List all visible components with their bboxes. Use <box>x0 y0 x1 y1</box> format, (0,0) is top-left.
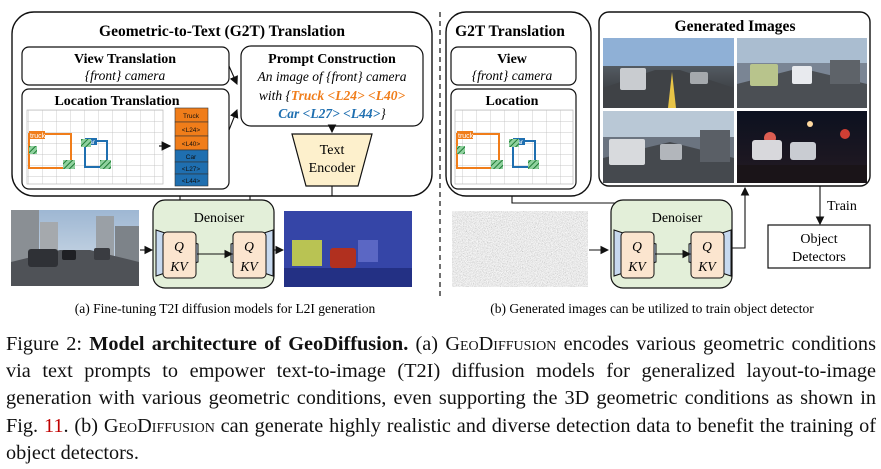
qkv-block-right-1 <box>620 231 655 279</box>
caption-fig-ref[interactable]: 11 <box>43 414 64 437</box>
svg-text:truck: truck <box>458 133 474 140</box>
token-car: Car <box>186 154 197 161</box>
qkv-block-left-1 <box>162 231 197 279</box>
output-photo <box>284 211 412 287</box>
svg-text:Q: Q <box>244 239 254 254</box>
truck-bbox-label: truck <box>30 133 46 140</box>
caption-name-a: GeoDiffusion <box>445 333 557 355</box>
input-photo <box>11 210 139 286</box>
svg-text:KV: KV <box>169 259 189 274</box>
figure-2: Geometric-to-Text (G2T) Translation View… <box>11 11 871 316</box>
right-panel: G2T Translation View {front} camera Loca… <box>445 11 871 316</box>
caption-text-b: can generate highly realistic and divers… <box>6 414 876 464</box>
prompt-construction-title: Prompt Construction <box>268 52 396 67</box>
denoiser-left-label: Denoiser <box>194 211 245 226</box>
svg-text:KV: KV <box>239 259 259 274</box>
text-encoder-line-1: Text <box>320 143 345 158</box>
caption-part-a: (a) <box>415 333 439 355</box>
token-l24: <L24> <box>182 127 201 134</box>
caption-text-a1: encodes various geometric conditions via… <box>6 333 876 437</box>
token-truck: Truck <box>183 113 200 120</box>
svg-text:KV: KV <box>627 259 647 274</box>
prompt-line-2-prefix: with { <box>259 88 292 103</box>
view-right-text: {front} camera <box>472 68 553 83</box>
generated-image-3 <box>603 111 734 183</box>
svg-text:Car <L27> <L44>}: Car <L27> <L44>} <box>278 106 386 121</box>
prompt-close: } <box>380 106 386 121</box>
generated-image-1 <box>603 38 734 108</box>
token-l40: <L40> <box>182 141 201 148</box>
g2t-title: Geometric-to-Text (G2T) Translation <box>99 23 345 40</box>
text-encoder-line-2: Encoder <box>309 161 356 176</box>
text-encoder <box>291 133 373 187</box>
view-translation-title: View Translation <box>74 52 176 67</box>
train-label: Train <box>827 199 857 214</box>
object-detectors-box <box>767 224 871 269</box>
token-l44: <L44> <box>182 178 201 185</box>
prompt-truck-tokens: Truck <L24> <L40> <box>291 88 406 103</box>
figure-caption: Figure 2: Model architecture of GeoDiffu… <box>6 331 876 467</box>
prompt-line-1: An image of {front} camera <box>256 69 406 84</box>
location-translation-title: Location Translation <box>54 94 179 109</box>
caption-part-b: (b) <box>74 414 99 437</box>
generated-images-title: Generated Images <box>675 18 796 35</box>
prompt-car-tokens: Car <L27> <L44> <box>278 106 380 121</box>
subcaption-b: (b) Generated images can be utilized to … <box>490 301 814 316</box>
svg-text:Q: Q <box>632 239 642 254</box>
view-right-title: View <box>497 52 528 67</box>
g2t-right-title: G2T Translation <box>455 23 565 40</box>
object-detectors-line-1: Object <box>800 232 837 247</box>
left-panel: Geometric-to-Text (G2T) Translation View… <box>11 11 433 316</box>
g2t-outer-box-right <box>445 11 592 197</box>
generated-image-2 <box>737 38 867 108</box>
noise-image <box>452 211 588 287</box>
location-right-title: Location <box>486 94 539 109</box>
token-stack: Truck <L24> <L40> Car <L27> <L44> <box>174 107 209 187</box>
caption-title: Model architecture of GeoDiffusion. <box>89 333 409 355</box>
subcaption-a: (a) Fine-tuning T2I diffusion models for… <box>75 301 376 316</box>
caption-text-a2: . <box>63 414 69 437</box>
token-l27: <L27> <box>182 166 201 173</box>
view-translation-text: {front} camera <box>85 68 166 83</box>
denoiser-right-label: Denoiser <box>652 211 703 226</box>
object-detectors-line-2: Detectors <box>792 250 846 265</box>
view-box-right <box>450 46 577 86</box>
svg-text:Q: Q <box>702 239 712 254</box>
architecture-diagram: Geometric-to-Text (G2T) Translation View… <box>11 11 871 316</box>
caption-label: Figure 2: <box>6 333 82 355</box>
svg-text:with {Truck <L24> <L40>: with {Truck <L24> <L40> <box>259 88 406 103</box>
svg-text:KV: KV <box>697 259 717 274</box>
caption-name-b: GeoDiffusion <box>103 414 215 437</box>
location-grid <box>26 109 164 185</box>
generated-image-4 <box>737 111 867 183</box>
svg-text:Q: Q <box>174 239 184 254</box>
